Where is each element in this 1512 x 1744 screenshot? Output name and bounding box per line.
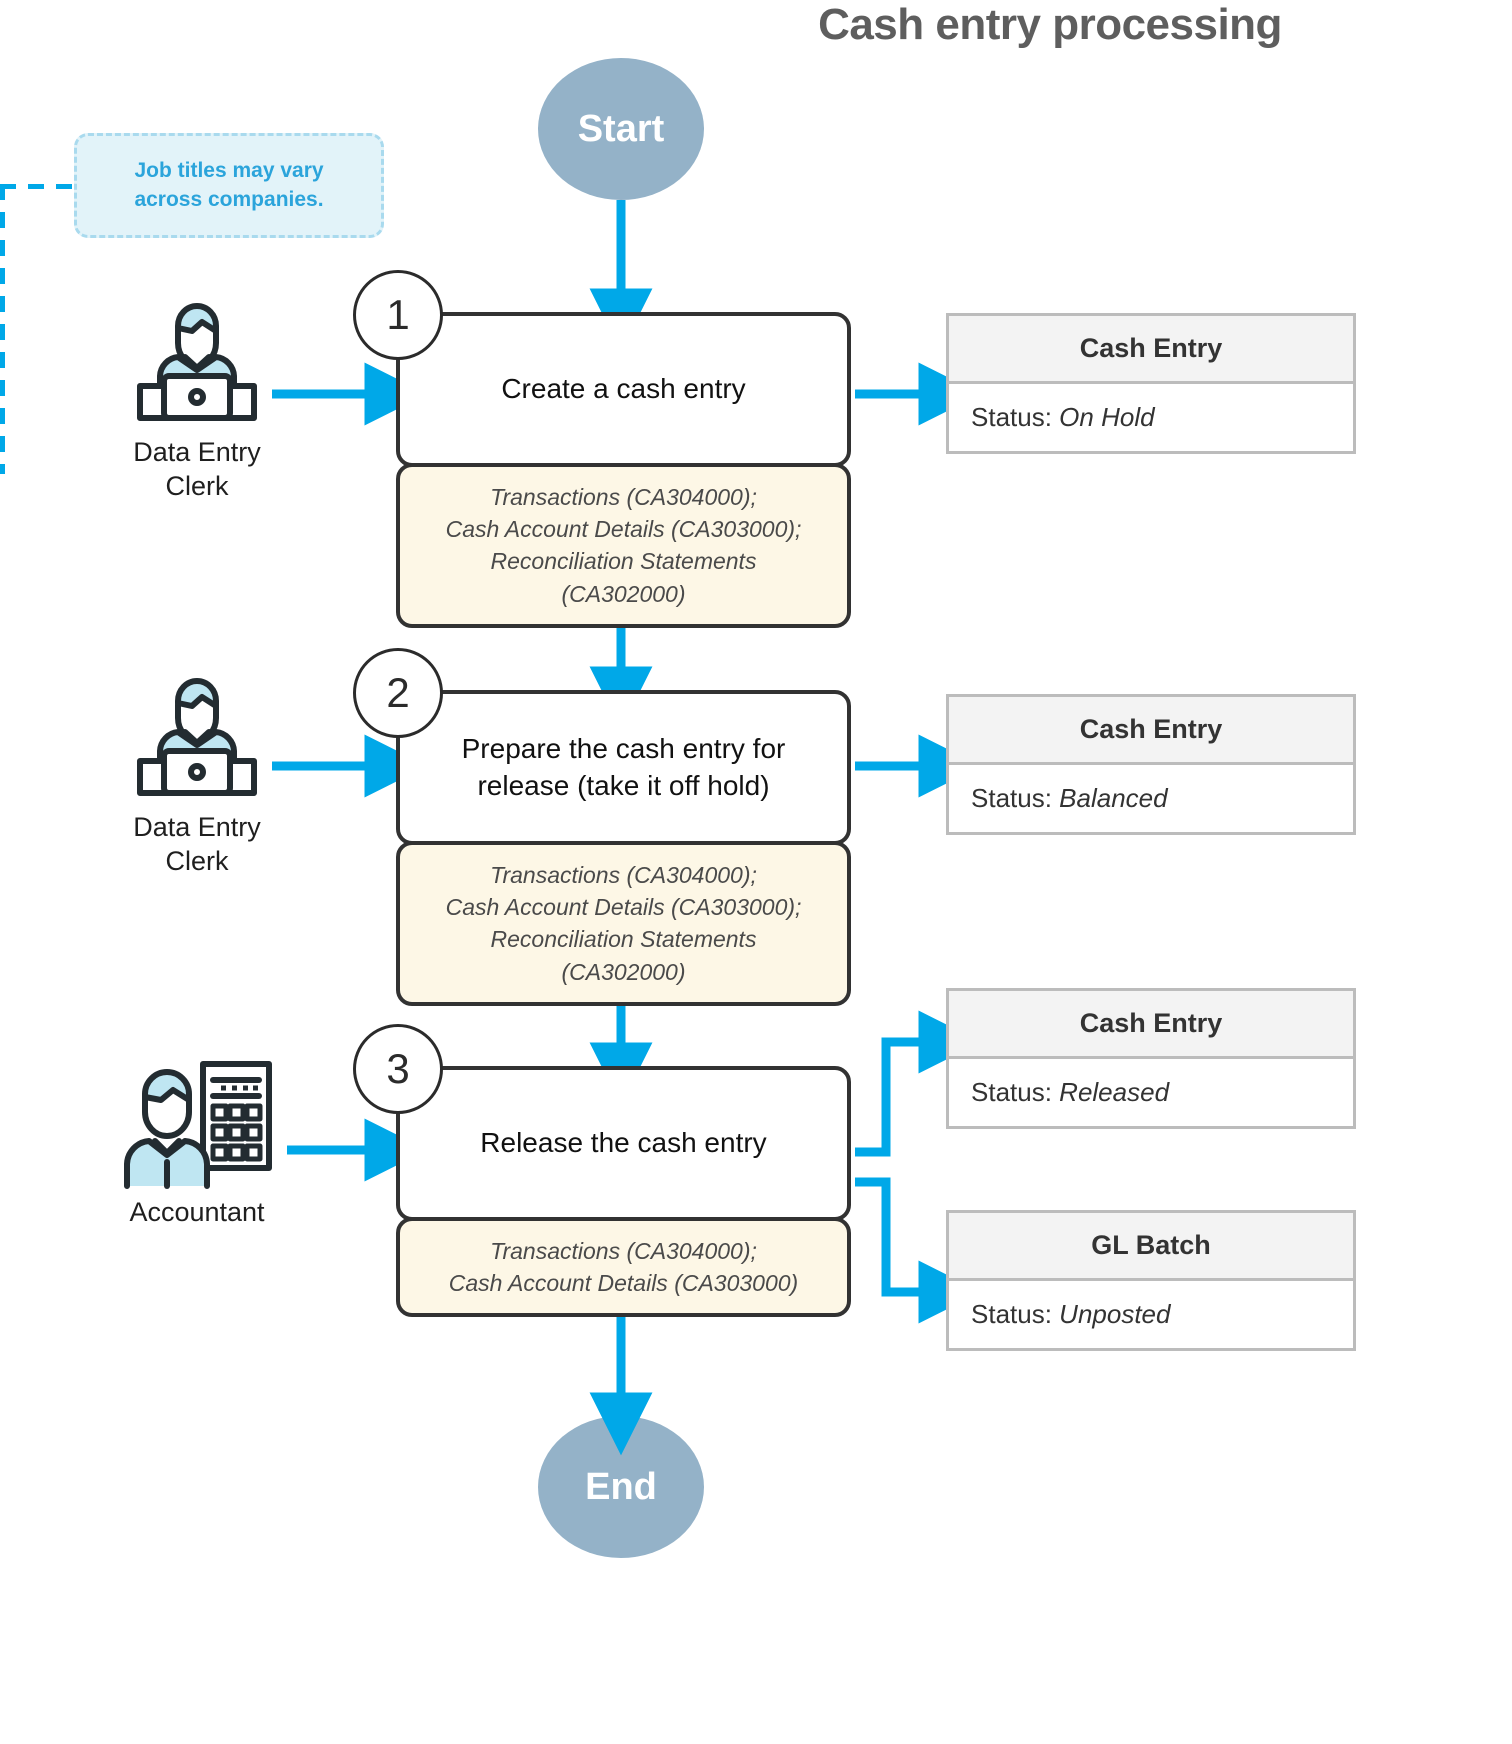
card-entity-name: GL Batch <box>949 1213 1353 1281</box>
step-1-label: Create a cash entry <box>501 373 746 405</box>
person-at-laptop-icon <box>82 655 312 805</box>
actor-data-entry-clerk-1: Data Entry Clerk <box>82 280 312 504</box>
step-3-box[interactable]: 3 Release the cash entry <box>353 1024 851 1221</box>
arrow-step3-to-card4 <box>855 1177 982 1324</box>
callout-leader-horizontal <box>0 184 78 189</box>
entity-card-cash-entry-balanced: Cash Entry Status: Balanced <box>946 694 1356 835</box>
callout-line-2: across companies. <box>134 187 324 211</box>
note-line-4: (CA302000) <box>561 958 686 985</box>
step-3-number-badge: 3 <box>353 1024 443 1114</box>
callout-note-text: Job titles may vary across companies. <box>134 157 323 214</box>
end-node-label: End <box>585 1465 657 1508</box>
card-status-label: Status: <box>971 783 1052 813</box>
step-1-number: 1 <box>386 290 410 338</box>
card-status-row: Status: On Hold <box>949 384 1353 451</box>
card-status-label: Status: <box>971 1299 1052 1329</box>
note-line-1: Transactions (CA304000); <box>490 862 757 888</box>
callout-note: Job titles may vary across companies. <box>74 133 384 238</box>
person-with-calculator-icon <box>82 1040 312 1190</box>
start-node[interactable]: Start <box>538 58 704 200</box>
entity-card-cash-entry-released: Cash Entry Status: Released <box>946 988 1356 1129</box>
card-status-label: Status: <box>971 1077 1052 1107</box>
step-1-screens-note: Transactions (CA304000); Cash Account De… <box>396 463 851 628</box>
card-status-row: Status: Balanced <box>949 765 1353 832</box>
card-status-value: Balanced <box>1059 783 1168 813</box>
actor-label: Data Entry Clerk <box>82 436 312 504</box>
card-status-value: Released <box>1059 1077 1170 1107</box>
step-3-label: Release the cash entry <box>480 1127 767 1159</box>
start-node-label: Start <box>577 107 665 150</box>
card-status-label: Status: <box>971 402 1052 432</box>
entity-card-cash-entry-on-hold: Cash Entry Status: On Hold <box>946 313 1356 454</box>
step-2[interactable]: 2 Prepare the cash entry for release (ta… <box>353 648 851 1006</box>
note-line-3: Reconciliation Statements <box>490 548 757 575</box>
actor-data-entry-clerk-2: Data Entry Clerk <box>82 655 312 879</box>
note-line-3: Reconciliation Statements <box>490 926 757 953</box>
card-status-row: Status: Released <box>949 1059 1353 1126</box>
card-entity-name: Cash Entry <box>949 991 1353 1059</box>
actor-label-line1: Data Entry <box>133 437 261 467</box>
card-entity-name: Cash Entry <box>949 316 1353 384</box>
actor-label-line1: Accountant <box>129 1197 265 1227</box>
page-title: Cash entry processing <box>818 0 1282 49</box>
step-3-screens-note: Transactions (CA304000); Cash Account De… <box>396 1217 851 1318</box>
person-at-laptop-icon <box>82 280 312 430</box>
card-status-value: Unposted <box>1059 1299 1171 1329</box>
actor-label: Accountant <box>82 1196 312 1230</box>
actor-label: Data Entry Clerk <box>82 811 312 879</box>
step-2-label: Prepare the cash entry for release (take… <box>461 733 786 801</box>
end-node[interactable]: End <box>538 1416 704 1558</box>
step-2-box[interactable]: 2 Prepare the cash entry for release (ta… <box>353 648 851 845</box>
actor-label-line2: Clerk <box>165 470 229 501</box>
card-entity-name: Cash Entry <box>949 697 1353 765</box>
callout-line-1: Job titles may vary <box>134 159 324 183</box>
step-3[interactable]: 3 Release the cash entry Transactions (C… <box>353 1024 851 1318</box>
note-line-2: Cash Account Details (CA303000); <box>445 894 802 921</box>
step-3-number: 3 <box>386 1044 410 1092</box>
note-line-2: Cash Account Details (CA303000) <box>448 1270 799 1297</box>
step-2-number: 2 <box>386 668 410 716</box>
actor-accountant: Accountant <box>82 1040 312 1230</box>
step-1-number-badge: 1 <box>353 270 443 360</box>
step-2-screens-note: Transactions (CA304000); Cash Account De… <box>396 841 851 1006</box>
note-line-1: Transactions (CA304000); <box>490 484 757 510</box>
note-line-1: Transactions (CA304000); <box>490 1238 757 1264</box>
note-line-2: Cash Account Details (CA303000); <box>445 516 802 543</box>
step-1[interactable]: 1 Create a cash entry Transactions (CA30… <box>353 270 851 628</box>
entity-card-gl-batch-unposted: GL Batch Status: Unposted <box>946 1210 1356 1351</box>
card-status-row: Status: Unposted <box>949 1281 1353 1348</box>
arrow-step3-to-card3 <box>855 1010 982 1157</box>
step-1-box[interactable]: 1 Create a cash entry <box>353 270 851 467</box>
actor-label-line2: Clerk <box>165 845 229 876</box>
callout-leader-vertical <box>0 184 5 474</box>
note-line-4: (CA302000) <box>561 580 686 607</box>
step-2-number-badge: 2 <box>353 648 443 738</box>
card-status-value: On Hold <box>1059 402 1155 432</box>
actor-label-line1: Data Entry <box>133 812 261 842</box>
